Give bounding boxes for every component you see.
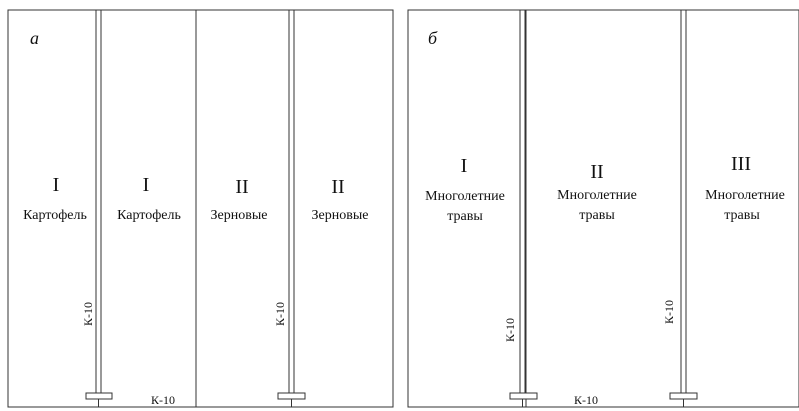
field-crop-line2: травы bbox=[724, 208, 760, 223]
pipe-junction bbox=[85, 392, 113, 400]
vertical-pipe-label: К-10 bbox=[273, 302, 287, 326]
field-crop-line1: Многолетние bbox=[425, 189, 505, 204]
field-number: III bbox=[731, 153, 751, 175]
field-crop: Картофель bbox=[117, 208, 181, 223]
panel-b-letter: б bbox=[428, 28, 438, 48]
field-number: II bbox=[590, 161, 603, 183]
field-number: I bbox=[143, 174, 150, 196]
panel-b: б I Многолетние травы II Многолетние тра… bbox=[407, 9, 799, 408]
field-crop: Зерновые bbox=[312, 208, 369, 223]
field-number: II bbox=[235, 176, 248, 198]
field-number: I bbox=[53, 174, 60, 196]
pipe-junction bbox=[509, 392, 538, 400]
panel-a: а I Картофель I Картофель II Зерновые II… bbox=[7, 9, 394, 408]
field-crop: Зерновые bbox=[211, 208, 268, 223]
panel-a-letter: а bbox=[30, 28, 39, 48]
vertical-pipe-label: К-10 bbox=[503, 318, 517, 342]
vertical-pipe-label: К-10 bbox=[81, 302, 95, 326]
field-number: II bbox=[331, 176, 344, 198]
vertical-pipe-label: К-10 bbox=[662, 300, 676, 324]
field-crop-line2: травы bbox=[579, 208, 615, 223]
pipe-junction bbox=[669, 392, 698, 400]
panel-b-frame bbox=[407, 9, 799, 408]
field-crop: Картофель bbox=[23, 208, 87, 223]
horizontal-pipe-label: К-10 bbox=[151, 393, 175, 407]
panel-a-frame bbox=[7, 9, 394, 408]
field-crop-line1: Многолетние bbox=[557, 188, 637, 203]
field-crop-line2: травы bbox=[447, 209, 483, 224]
field-number: I bbox=[461, 155, 468, 177]
horizontal-pipe-label: К-10 bbox=[574, 393, 598, 407]
pipe-junction bbox=[277, 392, 306, 400]
field-crop-line1: Многолетние bbox=[705, 188, 785, 203]
